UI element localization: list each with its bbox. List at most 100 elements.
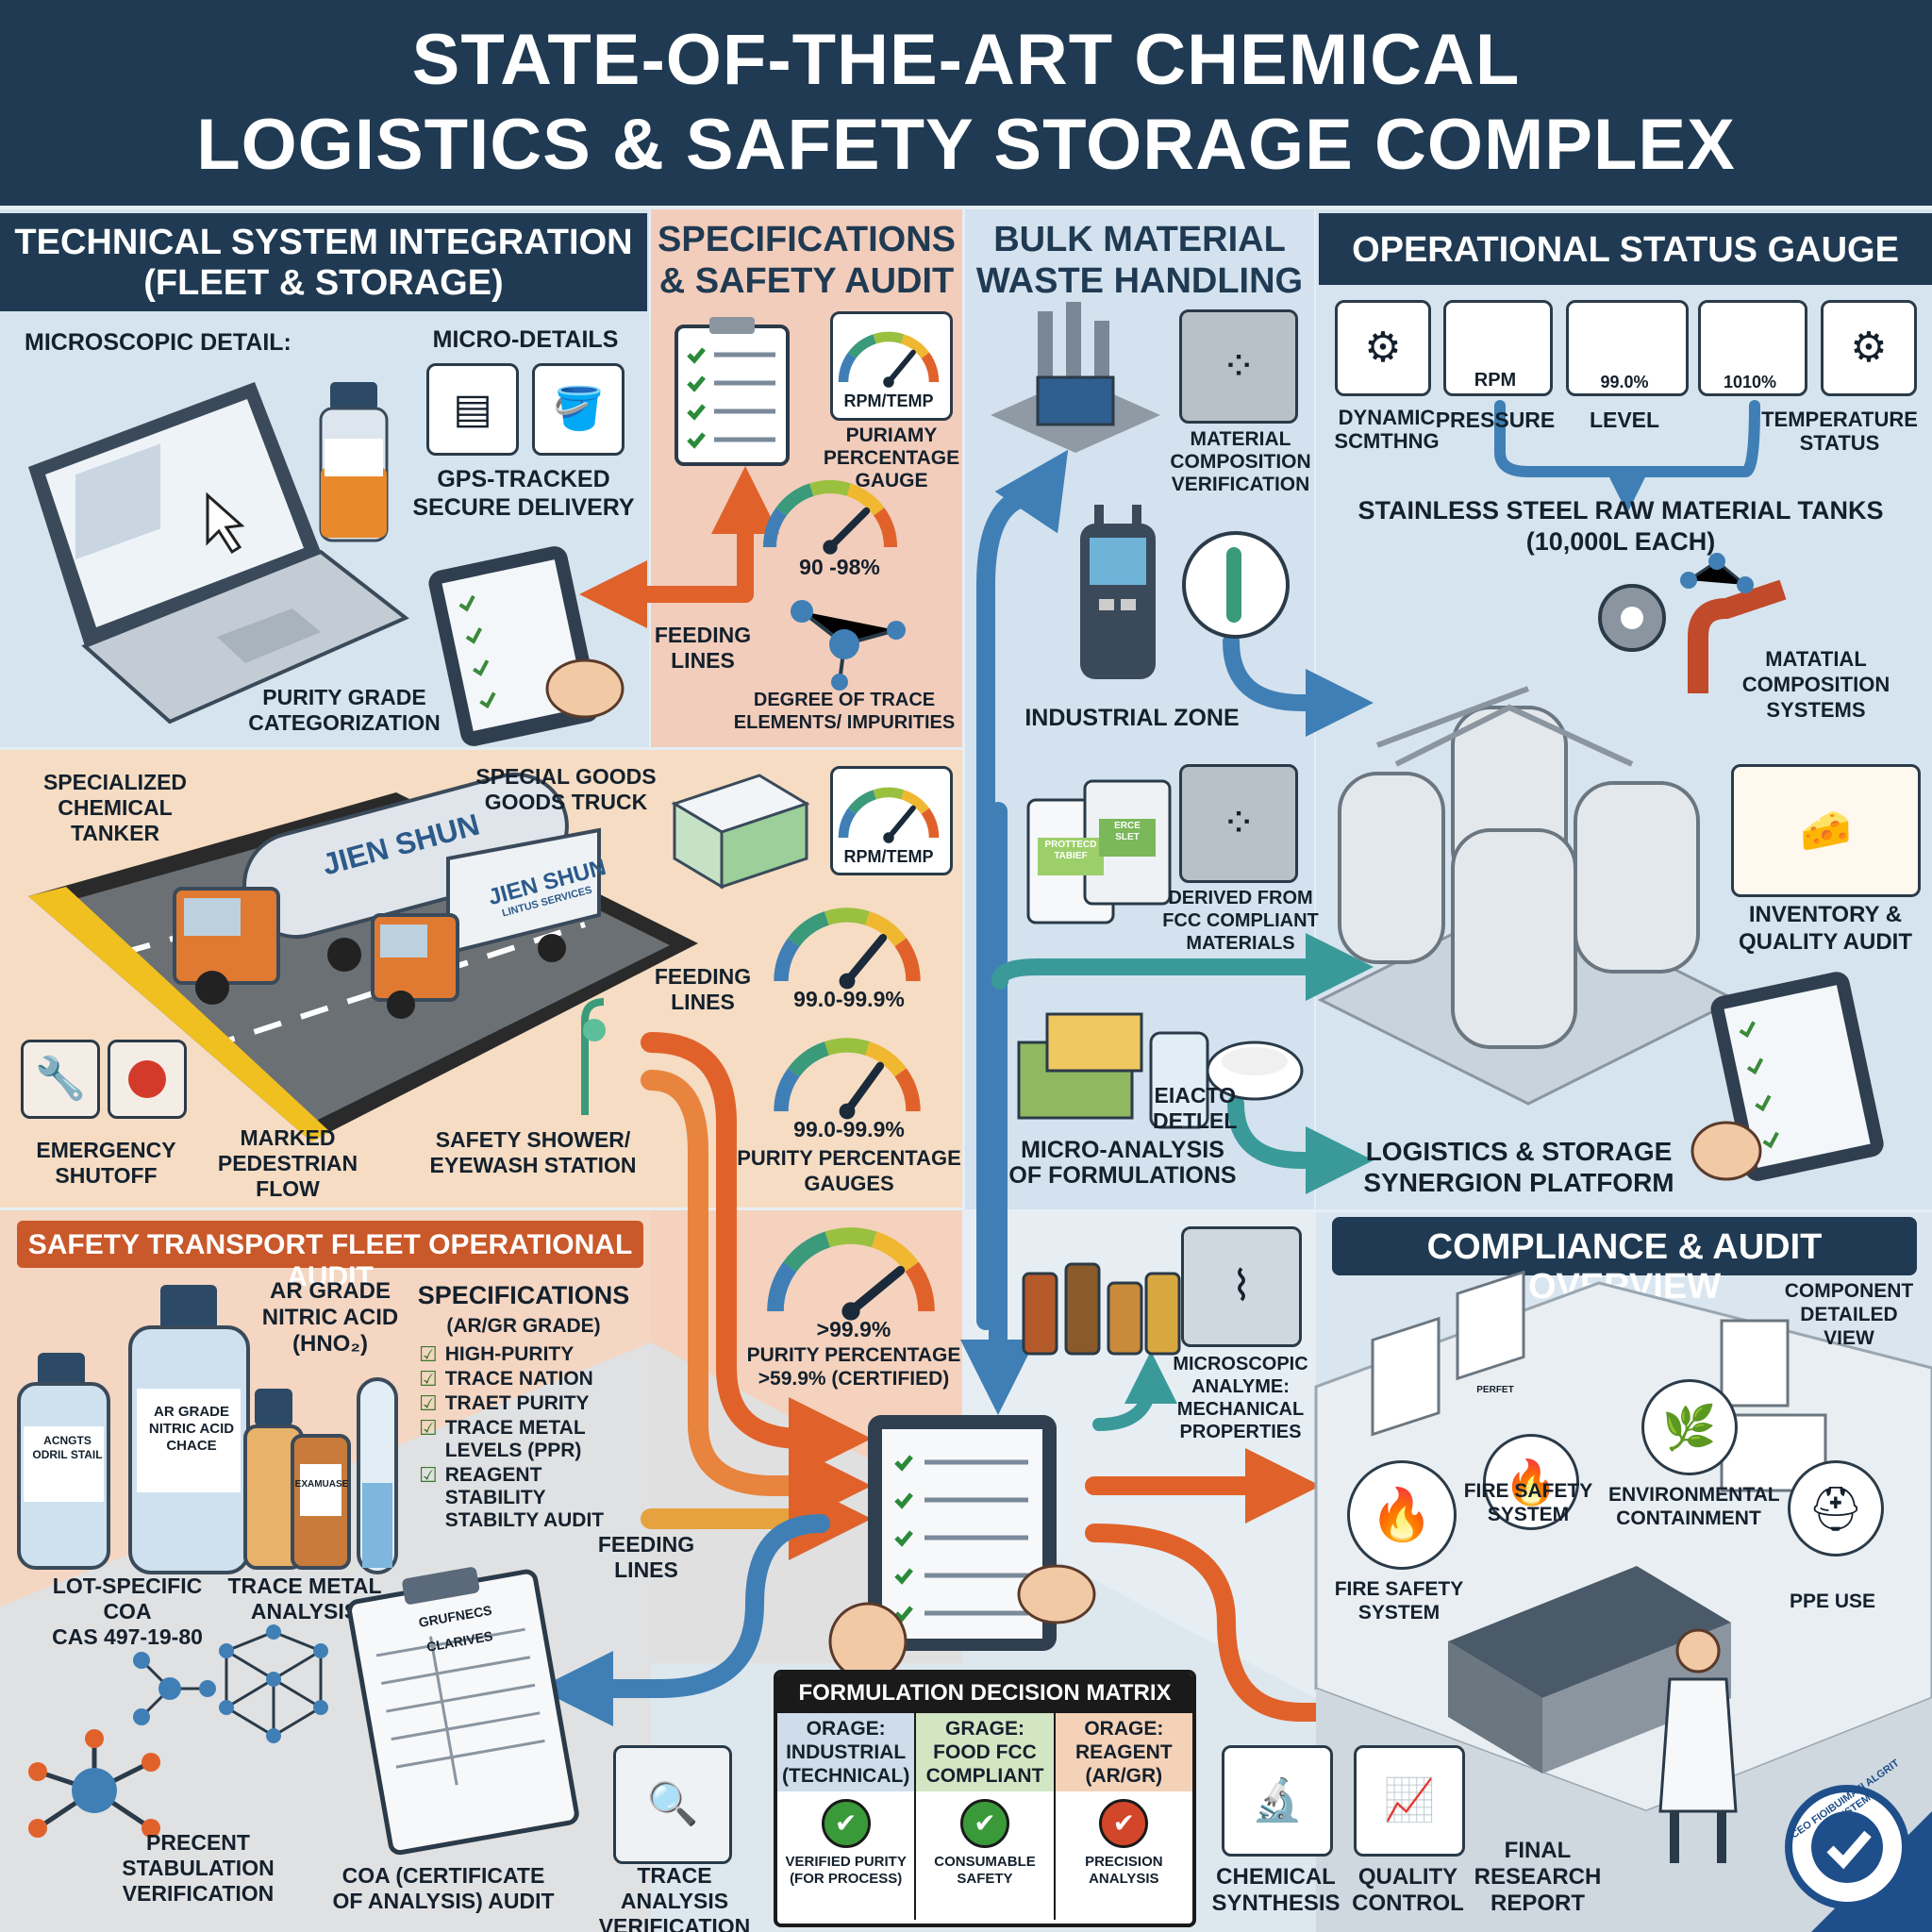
chemical-tanker: [173, 772, 569, 1005]
certification-seal: [1785, 1785, 1932, 1932]
rpm-label: RPM: [1474, 370, 1517, 391]
derived-fcc-label: DERIVED FROM FCC COMPLIANT MATERIALS: [1162, 888, 1319, 954]
magnifier-icon: 🔍: [613, 1745, 732, 1864]
rpm-temp-gauge-2: [838, 787, 940, 843]
goods-truck: [371, 827, 601, 1019]
tanker-label: SPECIALIZED CHEMICAL TANKER: [42, 770, 188, 845]
gauge-hub: [839, 1103, 856, 1120]
arrow-to-final: [1085, 1524, 1406, 1750]
percent-gauge-icon: [1698, 300, 1807, 396]
gauge-band: [905, 1261, 935, 1312]
purity-gauge-99-b: [774, 1038, 921, 1120]
matrix-column: GRAGE: FOOD FCC COMPLIANT✔CONSUMABLE SAF…: [916, 1713, 1056, 1920]
decision-matrix: FORMULATION DECISION MATRIX ORAGE: INDUS…: [774, 1670, 1196, 1927]
quality-report-icon: 📈: [1354, 1745, 1465, 1857]
temperature-gear-icon: ⚙: [1821, 300, 1917, 396]
component-view-label: COMPONENT DETAILED VIEW: [1784, 1280, 1914, 1349]
spec-list-title: SPECIFICATIONS: [417, 1281, 630, 1309]
page-title-line-2: LOGISTICS & SAFETY STORAGE COMPLEX: [196, 105, 1736, 185]
tablet-in-hands: [428, 546, 625, 746]
pressure-label: PRESSURE: [1435, 408, 1556, 432]
spec-checklist: ☑HIGH-PURITY☑TRACE NATION☑TRAET PURITY☑T…: [419, 1343, 645, 1534]
central-clipboard: [828, 1415, 1096, 1681]
level-gauge-icon: [1566, 300, 1689, 396]
fire-safety-label-2: FIRE SAFETY SYSTEM: [1334, 1578, 1464, 1624]
formulation-samples: [1017, 1012, 1304, 1129]
purity-gauge-90-98: [762, 480, 898, 555]
truck-label: SPECIAL GOODS GOODS TRUCK: [475, 764, 657, 814]
bottle-small-label: EXAMUASE: [294, 1479, 349, 1490]
gauge-band: [900, 790, 930, 815]
logistics-platform-label: LOGISTICS & STORAGE SYNERGION PLATFORM: [1363, 1137, 1674, 1197]
range-label-1: 90 -98%: [799, 555, 880, 579]
matrix-column: ORAGE: REAGENT (AR/GR)✔PRECISION ANALYSI…: [1055, 1713, 1192, 1920]
certified-purity-gauge: [767, 1227, 935, 1321]
probe-icon: [1182, 531, 1290, 639]
feeding-lines-label-2: FEEDING LINES: [654, 964, 752, 1014]
matrix-column-head: GRAGE: FOOD FCC COMPLIANT: [916, 1713, 1054, 1791]
arrow-orange-b: [641, 1070, 872, 1527]
paint-bucket-icon: 🪣: [532, 363, 625, 456]
gauge-hub: [839, 973, 856, 990]
gauge-needle: [886, 349, 916, 385]
gauge-band: [873, 508, 898, 548]
spec-checklist-item: ☑REAGENT STABILITY STABILTY AUDIT: [419, 1464, 645, 1532]
checkbox-icon: ☑: [419, 1416, 438, 1440]
purity-gauge-99-a: [774, 908, 921, 990]
spec-checklist-item: ☑TRACE METAL LEVELS (PPR): [419, 1417, 645, 1462]
rpm-gauge-icon: [1443, 300, 1553, 396]
gauge-band: [824, 1038, 871, 1056]
ops-title-bar: [1319, 213, 1932, 285]
spec-checklist-text: TRACE NATION: [444, 1368, 593, 1390]
arrow-blue-up: [976, 449, 1069, 1330]
arrow-blue-to-coa: [538, 1514, 830, 1726]
bag-1-label: PROTTECD TABIEF: [1044, 840, 1097, 861]
gauge-band: [788, 1041, 830, 1077]
microscopic-analyme-label: MICROSCOPIC ANALYME: MECHANICAL PROPERTI…: [1173, 1354, 1308, 1442]
bottle-left-label: ACNGTS ODRIL STAIL: [32, 1434, 103, 1461]
mechanical-properties-icon: ⌇: [1181, 1226, 1302, 1347]
spec-checklist-text: TRAET PURITY: [444, 1392, 590, 1414]
tanks-label: STAINLESS STEEL RAW MATERIAL TANKS (10,0…: [1357, 496, 1884, 556]
check-circle-icon: ✔: [959, 1799, 1009, 1848]
gauge-band: [864, 911, 907, 947]
nitric-acid-bottles: [17, 1285, 398, 1574]
temperature-label: TEMPERATURE STATUS: [1761, 408, 1918, 455]
trace-impurities-label: DEGREE OF TRACE ELEMENTS/ IMPURITIES: [733, 690, 956, 733]
poster-label: PERFET: [1476, 1385, 1514, 1395]
gauge-needle: [826, 507, 871, 551]
gauge-band: [774, 938, 800, 982]
pedestrian-flow-label: MARKED PEDESTRIAN FLOW: [217, 1125, 358, 1201]
lab-scientist: [1658, 1628, 1738, 1863]
check-circle-icon: ✔: [821, 1799, 871, 1848]
final-report-label: FINAL RESEARCH REPORT: [1474, 1838, 1602, 1916]
bag-2-label: ERCE SLET: [1114, 821, 1141, 842]
matrix-columns: ORAGE: INDUSTRIAL (TECHNICAL)✔VERIFIED P…: [777, 1713, 1192, 1920]
arrow-microscopic: [1092, 1351, 1177, 1431]
puriamy-label: PURIAMY PERCENTAGE GAUGE: [823, 425, 960, 491]
compliance-room: [1314, 1270, 1932, 1932]
gauge-band: [894, 1068, 921, 1112]
jar-label: EIACTO DETLEL: [1153, 1083, 1238, 1133]
ops-title: OPERATIONAL STATUS GAUGE: [1352, 230, 1899, 270]
gauge-band: [873, 331, 905, 344]
gauge-band: [824, 1227, 877, 1248]
server-icon: ▤: [426, 363, 519, 456]
trace-metal-label: TRACE METAL ANALYSIS: [227, 1574, 382, 1624]
shutoff-valve-icon: 🔧: [21, 1040, 100, 1119]
dynamic-label: DYNAMIC SCMTHNG: [1334, 406, 1440, 453]
fire-safety-icon-2: 🔥: [1347, 1460, 1457, 1570]
safety-shower-label: SAFETY SHOWER/ EYEWASH STATION: [429, 1127, 637, 1177]
gauge-band: [847, 790, 877, 815]
fire-safety-label-1: FIRE SAFETY SYSTEM: [1463, 1480, 1593, 1525]
gauge-band: [847, 334, 877, 359]
gauge-needle: [846, 1265, 906, 1316]
rpm-temp-label-1: RPM/TEMP: [843, 391, 934, 410]
spec-checklist-item: ☑TRAET PURITY: [419, 1392, 645, 1415]
gauge-band: [846, 483, 885, 516]
gauge-band: [921, 808, 940, 839]
nitric-acid-label: AR GRADE NITRIC ACID (HNO₂): [261, 1278, 399, 1357]
ppe-icon: ⛑: [1788, 1460, 1884, 1557]
level-label: LEVEL: [1589, 408, 1660, 432]
gauge-hub: [883, 832, 894, 843]
